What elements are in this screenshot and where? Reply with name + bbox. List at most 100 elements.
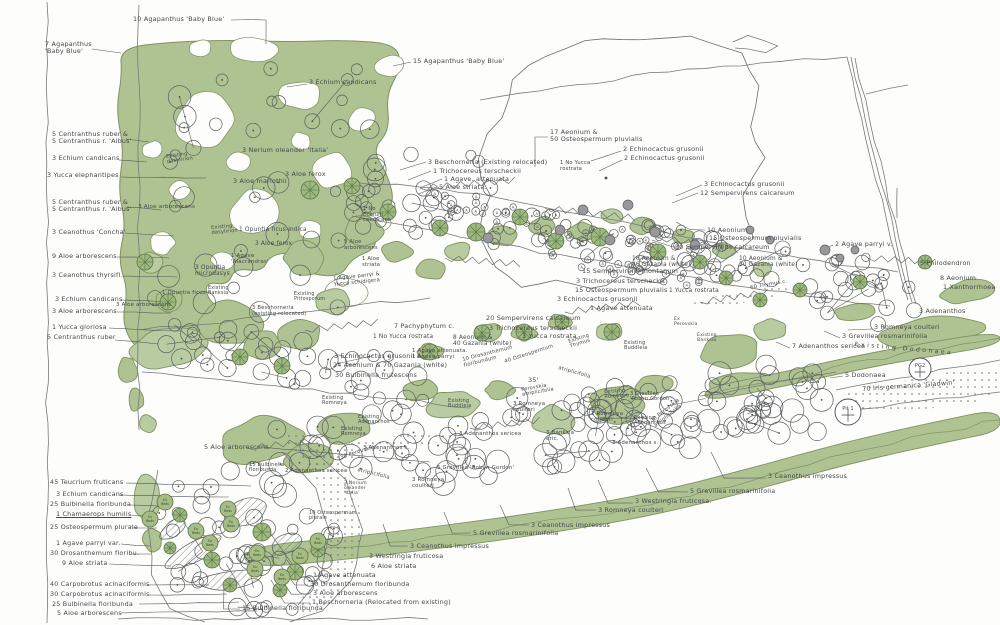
plant-circle xyxy=(635,266,645,275)
planting-bed xyxy=(128,387,145,412)
plant-center-dot xyxy=(359,467,362,470)
cactus-symbol xyxy=(649,226,661,238)
planting-bed xyxy=(531,403,576,435)
rosette-spoke xyxy=(281,365,288,372)
plant-circle xyxy=(304,113,321,130)
plant-center-dot xyxy=(647,390,650,393)
aeonium-symbol: A xyxy=(475,195,478,199)
plant-circle xyxy=(252,363,270,381)
plant-connector xyxy=(634,418,672,435)
rosette-spoke xyxy=(179,509,186,516)
plant-center-dot xyxy=(253,196,256,199)
rosette-spoke xyxy=(234,356,241,363)
rosette-spoke xyxy=(611,331,618,338)
planting-bed xyxy=(939,278,996,305)
rosette-spoke xyxy=(720,272,727,279)
rosette-spoke xyxy=(514,211,521,218)
rosette-spoke xyxy=(174,509,181,516)
plant-circle xyxy=(584,256,592,264)
plant-center-dot xyxy=(318,444,321,447)
aeonium-symbol: A xyxy=(555,213,558,217)
plant-circle xyxy=(264,475,287,498)
plant-circle xyxy=(446,200,456,209)
plant-circle xyxy=(298,507,316,525)
rosette-spoke xyxy=(224,584,231,591)
rosette-spoke xyxy=(657,246,664,253)
plant-circle xyxy=(541,211,550,220)
ex-bed-label: Ex xyxy=(148,515,152,519)
plant-center-dot xyxy=(299,274,302,277)
plant-circle xyxy=(533,209,541,217)
plant-circle xyxy=(676,273,685,282)
plant-circle xyxy=(167,318,182,332)
label-leader xyxy=(597,479,634,504)
ex-bed-label: Beds xyxy=(251,569,259,573)
aeonium-symbol: A xyxy=(434,192,437,196)
plant-circle xyxy=(791,371,814,393)
plant-circle xyxy=(763,271,780,288)
plant-center-dot xyxy=(610,450,613,453)
rosette-spoke xyxy=(434,227,441,234)
rosette-spoke xyxy=(351,185,358,192)
rosette-spoke xyxy=(799,284,806,291)
label-leader xyxy=(125,206,162,211)
plant-connector xyxy=(709,245,722,270)
plant-center-dot xyxy=(360,379,362,382)
plant-connector xyxy=(327,533,334,537)
plant-circle xyxy=(329,354,348,372)
ex-bed-label: Beds xyxy=(296,556,304,560)
aeonium-symbol: A xyxy=(621,228,624,232)
plant-center-dot xyxy=(613,421,616,423)
plant-circle xyxy=(632,255,648,271)
label-leader xyxy=(417,186,438,195)
plant-center-dot xyxy=(474,457,477,460)
aeonium-symbol: A xyxy=(450,203,453,207)
plant-circle xyxy=(577,263,586,272)
plant-circle xyxy=(757,389,775,407)
rosette-spoke xyxy=(294,571,301,578)
sketch-line xyxy=(351,215,891,307)
plant-center-dot xyxy=(817,381,820,383)
plant-circle xyxy=(755,403,772,419)
plant-circle xyxy=(502,408,521,427)
plant-circle xyxy=(272,482,297,508)
ex-bed-label: Beds xyxy=(278,577,286,581)
plant-circle xyxy=(360,119,380,139)
label-leader xyxy=(651,239,674,248)
plant-connector xyxy=(312,79,348,122)
plant-center-dot xyxy=(333,527,335,530)
plant-circle xyxy=(243,324,260,340)
plant-circle xyxy=(295,576,315,595)
rosette-spoke xyxy=(555,240,562,247)
rosette-spoke xyxy=(174,514,181,521)
plant-center-dot xyxy=(270,481,273,484)
ex-bed-label: Beds xyxy=(206,543,214,547)
hatched-area xyxy=(159,518,186,540)
plant-circle xyxy=(630,416,651,437)
aeonium-symbol: A xyxy=(580,266,583,270)
planting-bed xyxy=(344,215,385,247)
plant-circle xyxy=(695,278,703,287)
plant-circle xyxy=(531,232,546,248)
plant-circle xyxy=(289,264,311,286)
label-leader xyxy=(108,327,181,332)
plant-circle xyxy=(390,403,412,425)
plant-circle xyxy=(492,208,502,217)
plant-circle xyxy=(472,154,485,168)
plant-center-dot xyxy=(497,227,499,230)
plant-circle xyxy=(719,375,740,396)
plant-circle xyxy=(492,222,504,235)
plant-circle xyxy=(485,449,510,474)
aeonium-symbol: A xyxy=(613,272,616,276)
plant-center-dot xyxy=(365,206,368,209)
rosette-spoke xyxy=(239,356,246,363)
plant-circle xyxy=(614,260,623,269)
plant-center-dot xyxy=(713,238,716,241)
plant-circle xyxy=(565,233,574,242)
plant-circle xyxy=(218,358,237,378)
rosette-spoke xyxy=(657,251,664,258)
label-leader xyxy=(120,176,207,179)
plant-circle xyxy=(361,404,382,425)
plant-center-dot xyxy=(627,427,629,430)
plant-circle xyxy=(635,264,643,273)
